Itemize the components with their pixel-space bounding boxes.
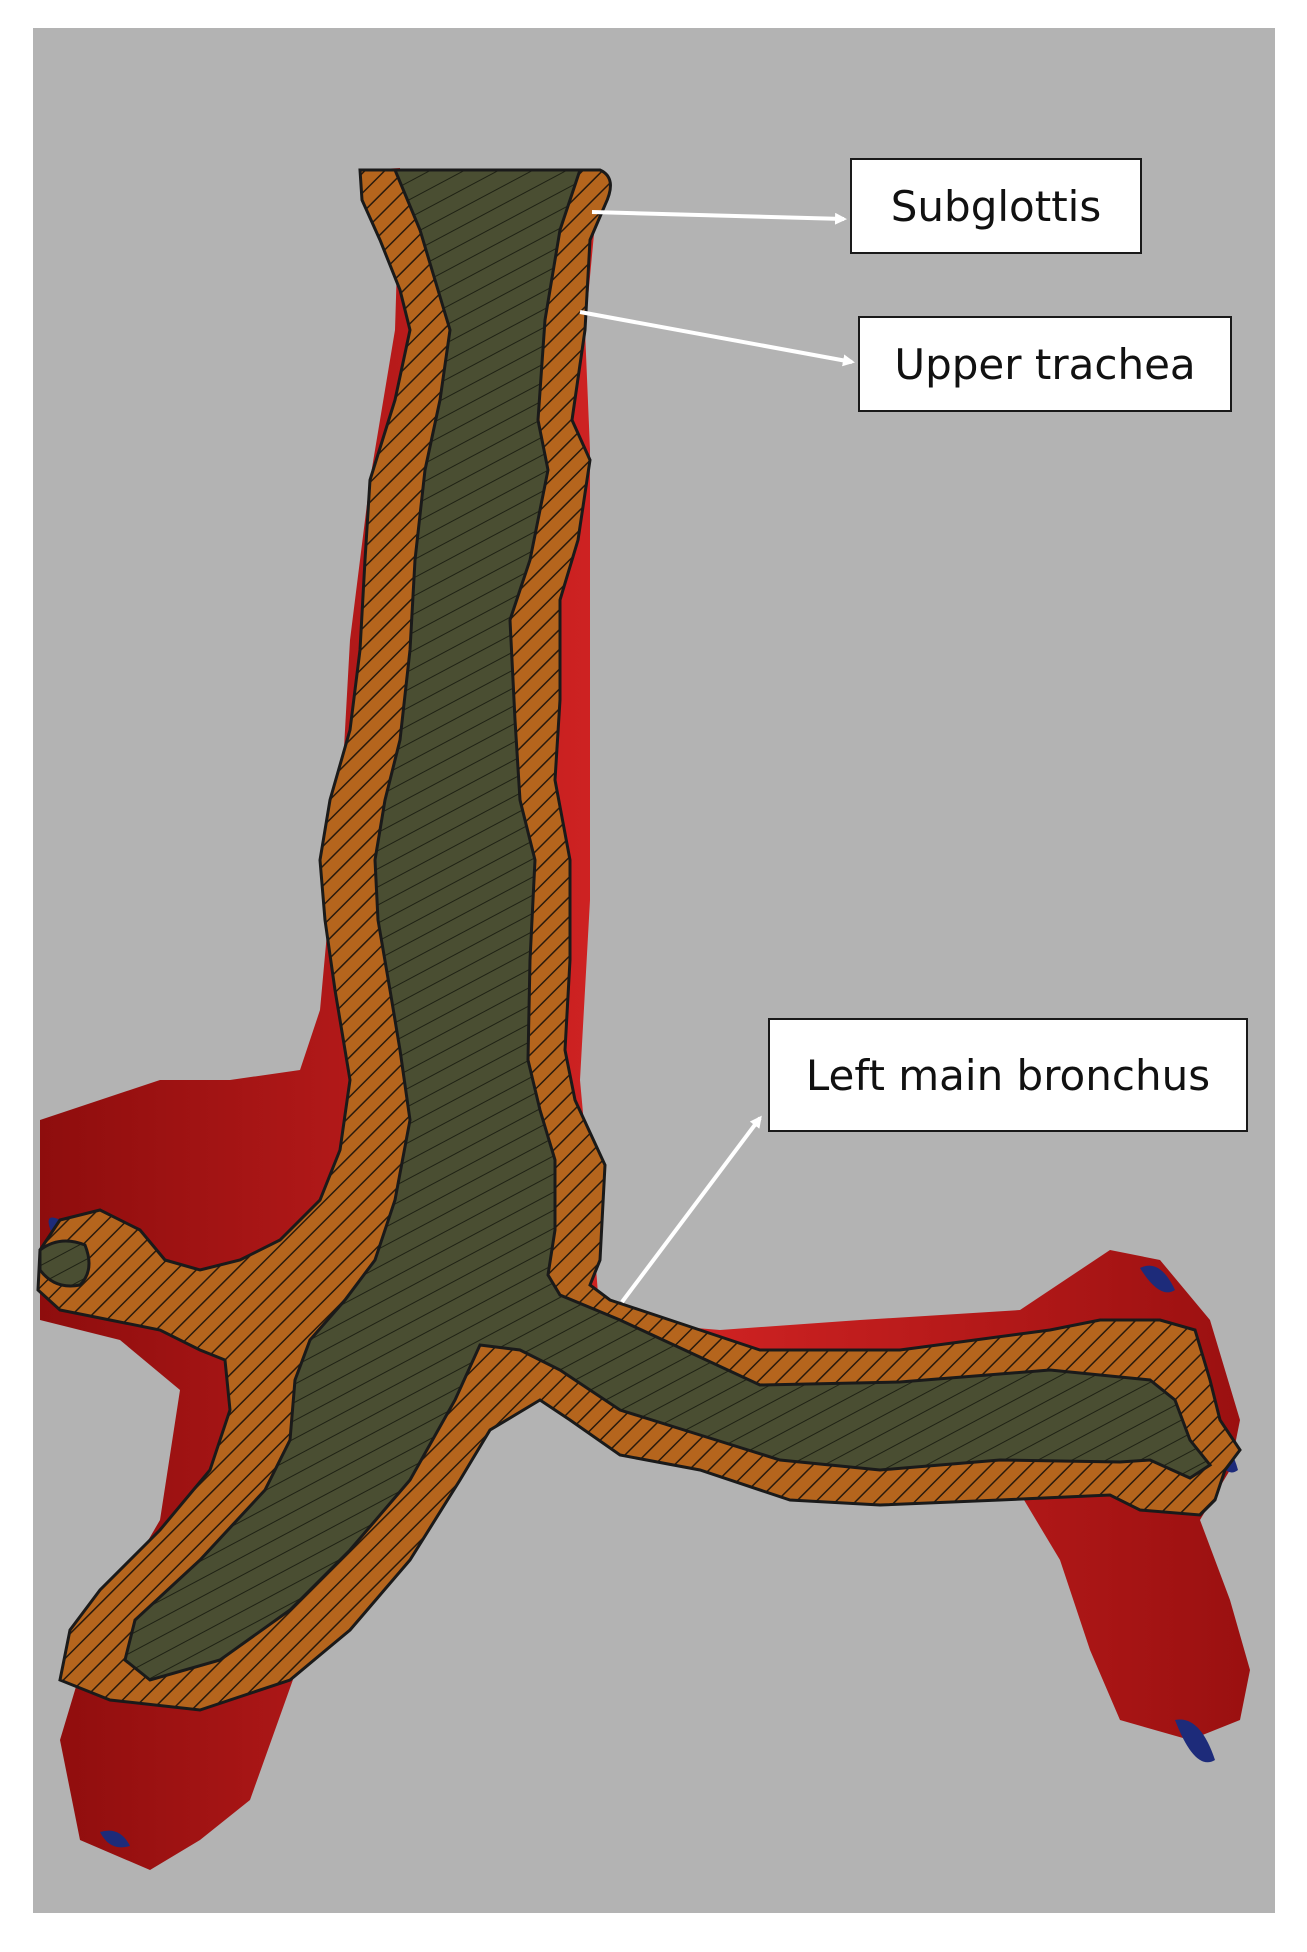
right-bronchus-branch-lumen (38, 1239, 91, 1288)
subglottis-label: Subglottis (850, 158, 1142, 254)
upper-trachea-label: Upper trachea (858, 316, 1232, 412)
subglottis-arrow (591, 210, 847, 225)
left-main-bronchus-arrow (620, 1115, 762, 1304)
airway-lumen (123, 168, 1213, 1682)
left-main-bronchus-label: Left main bronchus (768, 1018, 1248, 1132)
upper-trachea-arrow (579, 310, 855, 367)
